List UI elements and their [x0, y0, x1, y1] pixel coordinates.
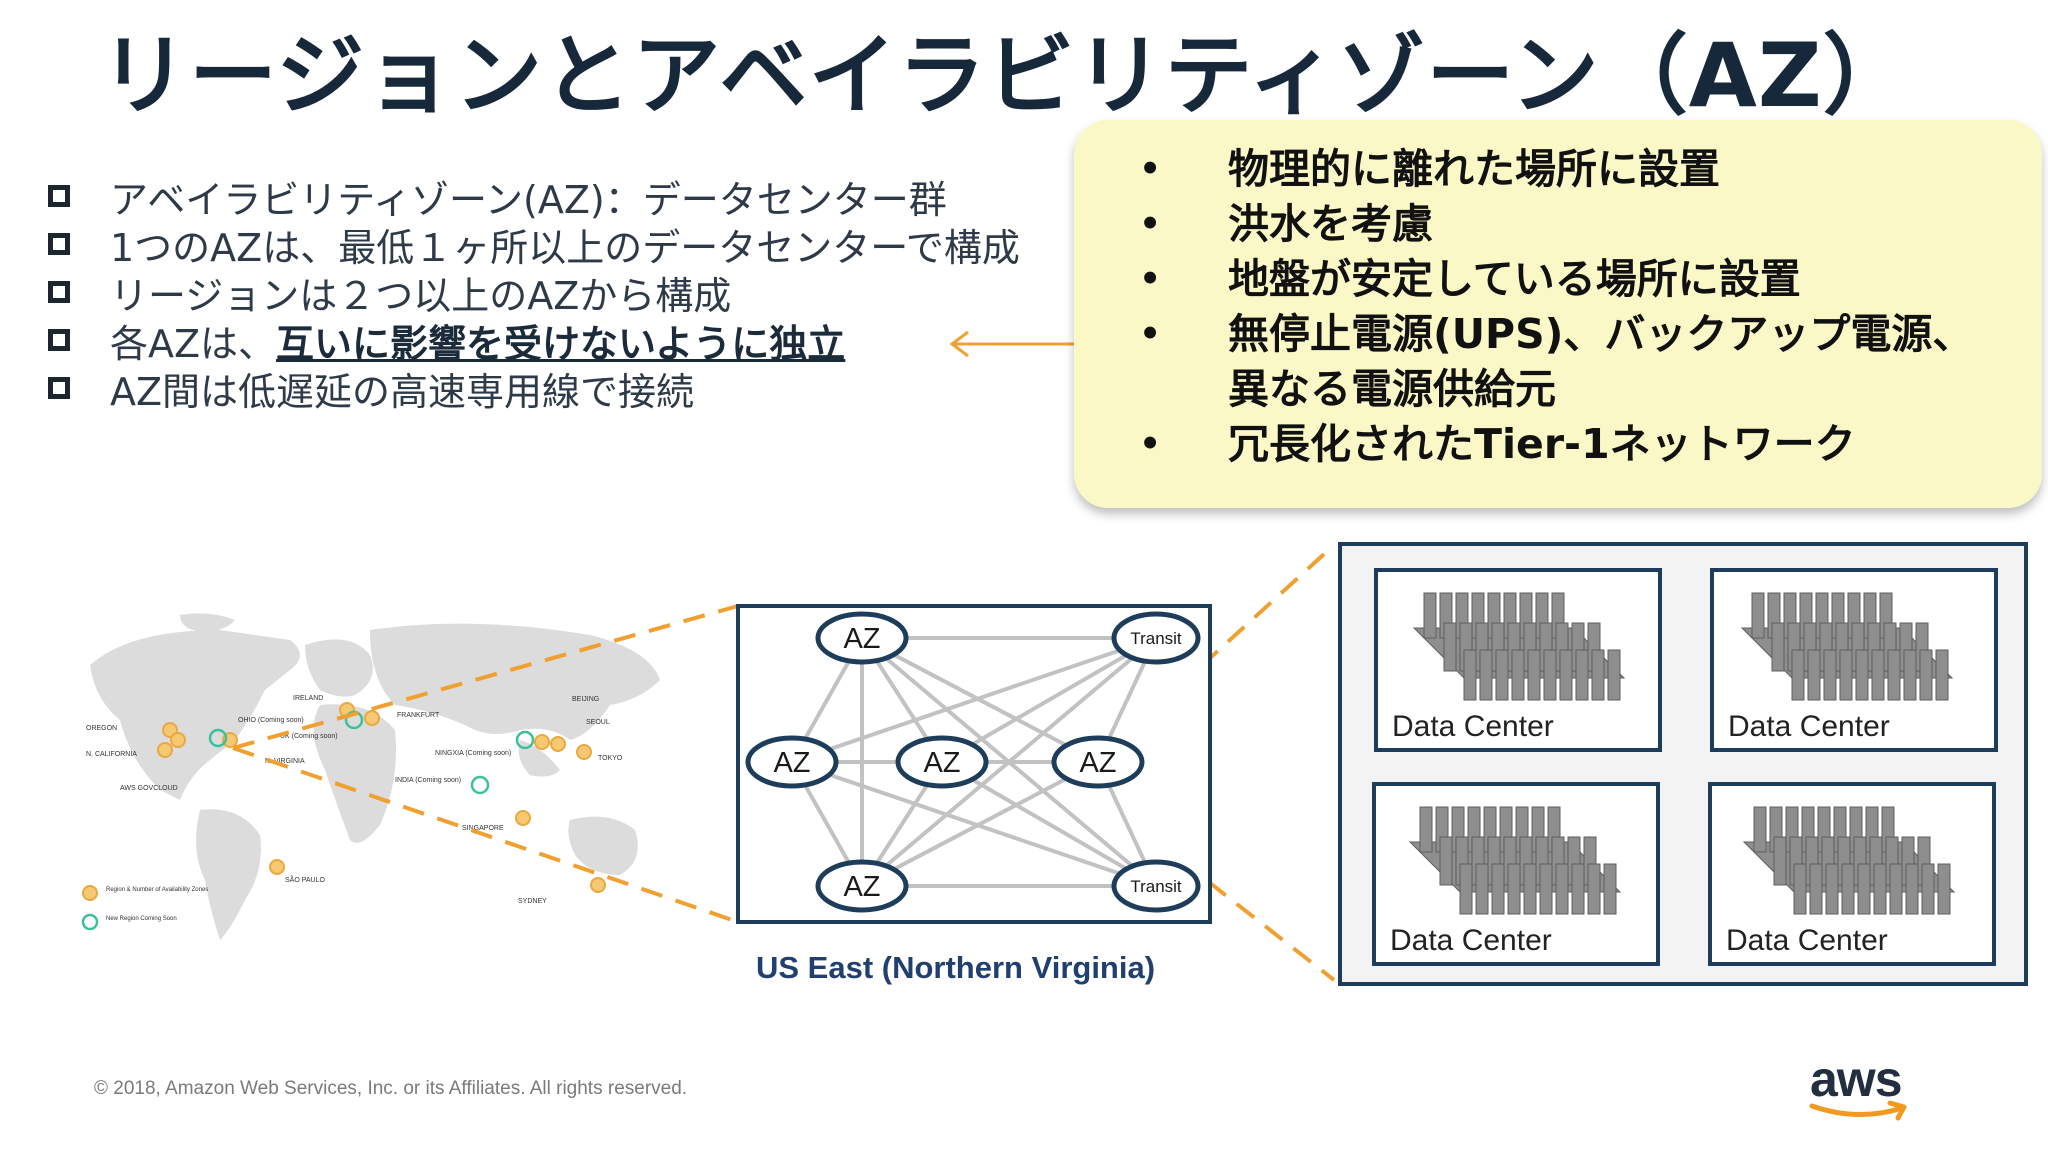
az-node-label: AZ [923, 747, 960, 779]
map-label-ireland: IRELAND [293, 695, 323, 702]
map-label-uk: UK (Coming soon) [280, 733, 338, 740]
bullet-item: AZ間は低遅延の高速専用線で接続 [48, 364, 1088, 414]
bullet-text: AZ間は低遅延の高速専用線で接続 [110, 369, 695, 414]
az-node-label: AZ [773, 747, 810, 779]
data-center-label: Data Center [1728, 710, 1890, 743]
server-racks-icon [1740, 592, 1954, 701]
az-node [745, 735, 839, 789]
callout-item: • 洪水を考慮 [1108, 197, 2012, 252]
map-label-ohio: OHIO (Coming soon) [238, 717, 304, 724]
bullet-text: リージョンは２つ以上のAZから構成 [110, 273, 732, 318]
map-label-singapore: SINGAPORE [462, 825, 504, 832]
bullet-list: アベイラビリティゾーン(AZ)：データセンター群 1つのAZは、最低１ヶ所以上の… [48, 172, 1088, 414]
callout-text: 洪水を考慮 [1228, 200, 1433, 248]
square-bullet-icon [48, 329, 70, 351]
callout-text: 異なる電源供給元 [1228, 365, 1556, 413]
data-center-label: Data Center [1390, 924, 1552, 957]
map-label-tokyo: TOKYO [598, 755, 623, 762]
az-node [895, 735, 989, 789]
bullet-dot-icon: • [1138, 255, 1163, 303]
data-center-box: Data Center [1710, 568, 1998, 752]
callout-item: • 無停止電源(UPS)、バックアップ電源、 [1108, 307, 2012, 362]
map-legend: Region & Number of Availability Zones Ne… [81, 885, 208, 931]
aws-logo-text: aws [1810, 1051, 1903, 1107]
callout-item: • 地盤が安定している場所に設置 [1108, 252, 2012, 307]
data-center-box: Data Center [1708, 782, 1996, 966]
map-label-india: INDIA (Coming soon) [395, 777, 461, 784]
slide-title: リージョンとアベイラビリティゾーン（AZ） [100, 24, 1912, 127]
data-center-label: Data Center [1392, 710, 1554, 743]
bullet-item: リージョンは２つ以上のAZから構成 [48, 268, 1088, 318]
callout-text: 冗長化されたTier-1ネットワーク [1228, 420, 1856, 468]
az-node [815, 611, 909, 665]
server-racks-icon [1412, 592, 1626, 701]
az-node [1051, 735, 1145, 789]
map-label-seoul: SEOUL [586, 719, 610, 726]
map-label-sydney: SYDNEY [518, 898, 547, 905]
aws-logo: aws [1809, 1050, 1907, 1121]
map-label-aws-govcloud: AWS GOVCLOUD [120, 785, 178, 792]
map-label-n-california: N. CALIFORNIA [86, 751, 137, 758]
data-center-panel: Data Center Data Center Data Center [1338, 542, 2028, 986]
map-label-frankfurt: FRANKFURT [397, 712, 440, 719]
bullet-item: アベイラビリティゾーン(AZ)：データセンター群 [48, 172, 1088, 222]
bullet-text: アベイラビリティゾーン(AZ)：データセンター群 [110, 177, 947, 222]
callout-item: • 物理的に離れた場所に設置 [1108, 142, 2012, 197]
world-map: OREGON N. CALIFORNIA AWS GOVCLOUD OHIO (… [81, 613, 660, 940]
square-bullet-icon [48, 185, 70, 207]
az-node-label: AZ [843, 623, 880, 655]
copyright-footer: © 2018, Amazon Web Services, Inc. or its… [94, 1078, 688, 1099]
server-racks-icon [1742, 806, 1956, 915]
bullet-dot-icon: • [1138, 310, 1163, 358]
map-label-n-virginia: N. VIRGINIA [265, 758, 305, 765]
data-center-box: Data Center [1372, 782, 1660, 966]
map-label-oregon: OREGON [86, 725, 117, 732]
az-node-label: AZ [1079, 747, 1116, 779]
transit-node-label: Transit [1130, 629, 1182, 648]
arrow-left-icon [949, 330, 1076, 358]
square-bullet-icon [48, 281, 70, 303]
server-racks-icon [1408, 806, 1622, 915]
bullet-dot-icon [1108, 362, 1190, 417]
callout-item: 異なる電源供給元 [1108, 362, 2012, 417]
callout-item: • 冗長化されたTier-1ネットワーク [1108, 417, 2012, 472]
callout-text: 物理的に離れた場所に設置 [1228, 145, 1720, 193]
map-label-beijing: BEIJING [572, 696, 599, 703]
callout-box: • 物理的に離れた場所に設置 • 洪水を考慮 • 地盤が安定している場所に設置 • 無停… [1074, 120, 2042, 508]
legend-region-icon [82, 885, 98, 901]
square-bullet-icon [48, 233, 70, 255]
legend-new-region-icon [81, 913, 99, 931]
transit-node-label: Transit [1130, 877, 1182, 896]
bullet-dot-icon: • [1138, 420, 1163, 468]
transit-node [1111, 611, 1201, 665]
az-network-diagram: AZ AZ AZ AZ AZ Transit Transit [736, 604, 1212, 924]
region-caption: US East (Northern Virginia) [756, 950, 1156, 985]
bullet-emphasis: 互いに影響を受けないように独立 [276, 321, 846, 366]
data-center-label: Data Center [1726, 924, 1888, 957]
bullet-dot-icon: • [1138, 145, 1163, 193]
callout-text: 無停止電源(UPS)、バックアップ電源、 [1228, 310, 1974, 358]
bullet-text: 1つのAZは、最低１ヶ所以上のデータセンターで構成 [110, 225, 1020, 270]
bullet-item: 各AZは、互いに影響を受けないように独立 [48, 316, 1088, 366]
map-label-sao-paulo: SÃO PAULO [285, 875, 325, 884]
data-center-box: Data Center [1374, 568, 1662, 752]
map-label-ningxia: NINGXIA (Coming soon) [435, 750, 511, 757]
legend-new-region-text: New Region Coming Soon [106, 916, 177, 922]
aws-smile-icon [1809, 1100, 1907, 1121]
bullet-text-prefix: 各AZは、 [110, 321, 277, 366]
bullet-item: 1つのAZは、最低１ヶ所以上のデータセンターで構成 [48, 220, 1088, 270]
callout-text: 地盤が安定している場所に設置 [1228, 255, 1801, 303]
az-node-label: AZ [843, 871, 880, 903]
legend-region-text: Region & Number of Availability Zones [106, 887, 208, 893]
bullet-dot-icon: • [1138, 200, 1163, 248]
az-node [815, 859, 909, 913]
square-bullet-icon [48, 377, 70, 399]
transit-node [1111, 859, 1201, 913]
